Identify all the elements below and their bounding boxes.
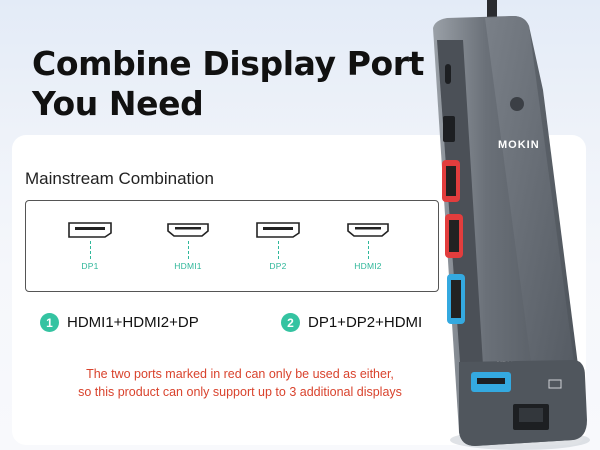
port-lead-line [187, 241, 189, 259]
displayport-icon [256, 222, 300, 238]
port-dp1: DP1 [55, 221, 125, 271]
usb-c-port [445, 64, 451, 84]
number-badge: 2 [281, 313, 300, 332]
warning-note-line-1: The two ports marked in red can only be … [86, 367, 394, 381]
port-label: HDMI1 [174, 261, 202, 271]
hdmi-icon [347, 223, 389, 237]
port-lead-line [277, 241, 279, 259]
headline-line-1: Combine Display Port [32, 44, 425, 83]
displayport-icon [68, 222, 112, 238]
combination-text: HDMI1+HDMI2+DP [67, 314, 199, 331]
usb-hub-device: MOKIN HDMI [433, 0, 590, 450]
port-hdmi1: HDMI1 [153, 221, 223, 271]
warning-note-line-2: so this product can only support up to 3… [78, 385, 402, 399]
combination-1: 1 HDMI1+HDMI2+DP [40, 313, 199, 332]
combination-text: DP1+DP2+HDMI [308, 314, 423, 331]
port-lead-line [89, 241, 91, 259]
port-label: DP1 [81, 261, 99, 271]
ethernet-icon [548, 379, 562, 389]
section-title: Mainstream Combination [25, 169, 214, 188]
port-hdmi2: HDMI2 [333, 221, 403, 271]
brand-logo: MOKIN [498, 139, 540, 151]
headline: Combine Display Port You Need [32, 44, 424, 124]
port-label: HDMI2 [354, 261, 382, 271]
combination-2: 2 DP1+DP2+HDMI [281, 313, 422, 332]
headline-line-2: You Need [32, 84, 204, 123]
port-lead-line [367, 241, 369, 259]
usb-a-port [443, 116, 455, 142]
port-dp2: DP2 [243, 221, 313, 271]
number-badge: 1 [40, 313, 59, 332]
port-diagram-box: DP1 HDMI1 DP2 HDMI2 [25, 200, 439, 292]
warning-note: The two ports marked in red can only be … [20, 365, 460, 401]
power-button-icon [510, 97, 524, 111]
usb-cable [487, 0, 497, 22]
hdmi-icon [167, 223, 209, 237]
port-label: DP2 [269, 261, 287, 271]
